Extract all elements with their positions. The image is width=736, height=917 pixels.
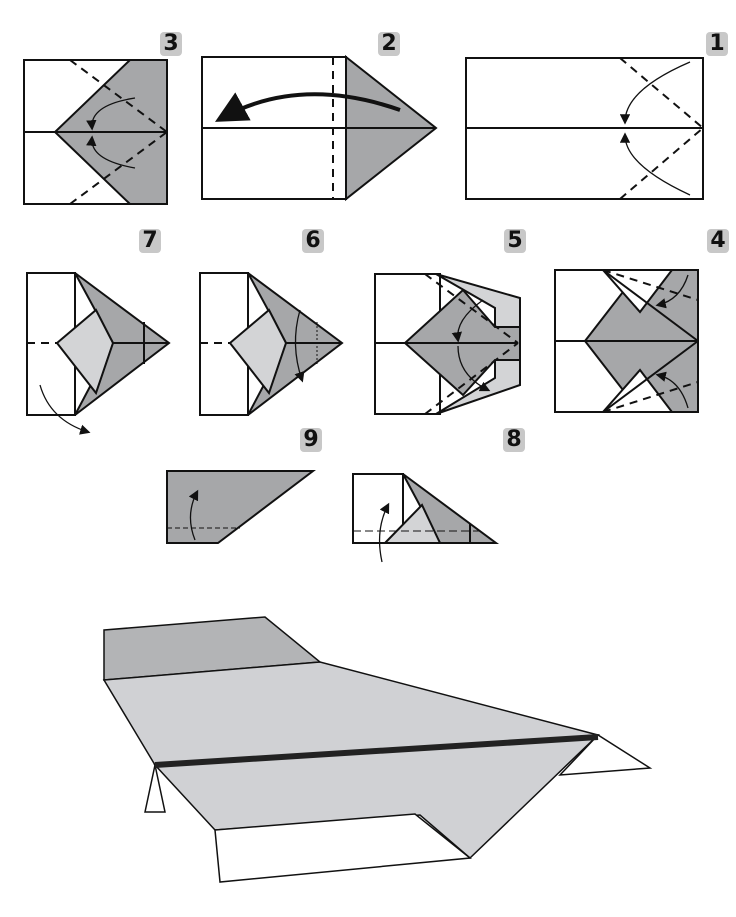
step-5-diagram (374, 273, 521, 415)
step-label-6: 6 (302, 229, 324, 253)
step-label-1: 1 (706, 32, 728, 56)
step-9-diagram (166, 470, 316, 544)
step-label-4: 4 (707, 229, 729, 253)
step-3-diagram (23, 59, 168, 205)
step-label-8: 8 (503, 428, 525, 452)
finished-paper-airplane (102, 616, 653, 883)
step-2-diagram (201, 54, 438, 202)
step-8-diagram (352, 473, 500, 563)
step-label-7: 7 (139, 229, 161, 253)
step-4-diagram (554, 269, 699, 413)
step-7-diagram (26, 272, 171, 435)
step-label-9: 9 (300, 428, 322, 452)
step-6-diagram (199, 272, 344, 416)
step-label-2: 2 (378, 32, 400, 56)
step-1-diagram (465, 57, 704, 200)
step-label-3: 3 (160, 32, 182, 56)
step-label-5: 5 (504, 229, 526, 253)
